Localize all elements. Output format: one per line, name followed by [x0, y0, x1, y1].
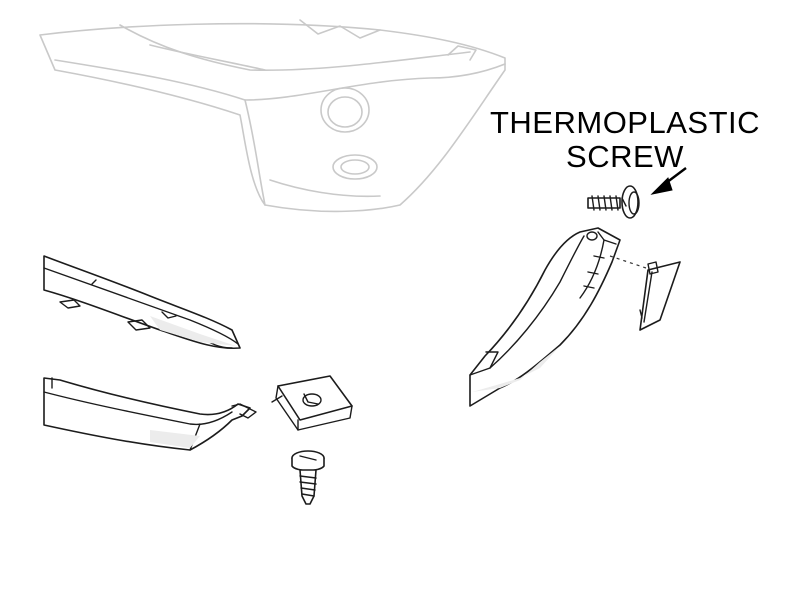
- bumper-cover-outline: [39, 19, 506, 213]
- thermoplastic-screw-label: THERMOPLASTIC SCREW: [470, 106, 780, 174]
- speed-nut-clip: [271, 375, 353, 431]
- upper-trim-strip: [43, 255, 241, 350]
- callout-arrow: [650, 167, 687, 195]
- corner-bracket: [469, 227, 621, 407]
- label-line-2: SCREW: [566, 139, 684, 174]
- alignment-line: [609, 255, 647, 269]
- side-marker-lamp: [639, 261, 681, 331]
- label-line-1: THERMOPLASTIC: [489, 105, 761, 140]
- lower-trim-strip: [43, 377, 257, 451]
- metal-screw: [291, 450, 325, 505]
- thermoplastic-screw: [587, 185, 640, 219]
